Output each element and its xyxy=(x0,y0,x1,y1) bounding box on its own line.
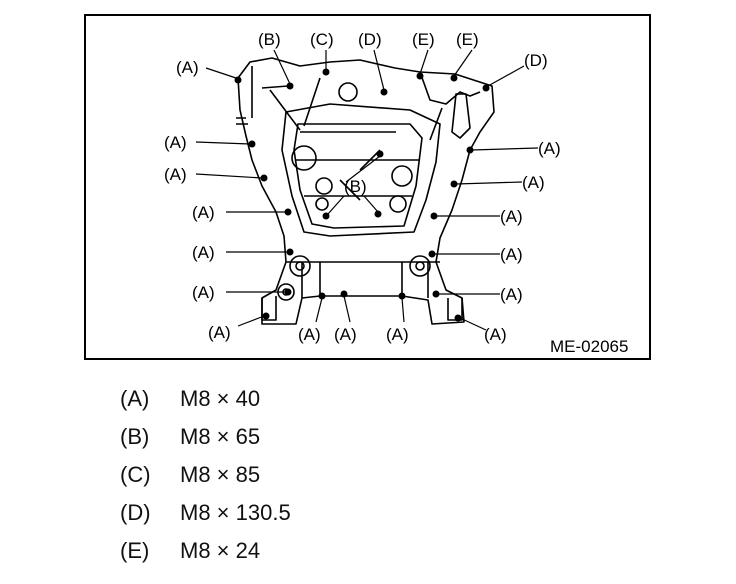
bolt-markers xyxy=(234,68,490,322)
engine-block-diagram: (A) (A) (A) (A) (A) (A) (A) (A) (A) (A) … xyxy=(164,30,628,356)
callout-labels: (A) (A) (A) (A) (A) (A) (A) (A) (A) (A) … xyxy=(164,30,628,356)
legend-key: (B) xyxy=(120,424,150,449)
legend-value: M8 × 24 xyxy=(180,538,261,563)
callout-a-left-6: (A) xyxy=(192,283,215,302)
callout-d-right: (D) xyxy=(524,51,548,70)
leader-lines xyxy=(195,49,539,331)
callout-a-right-2: (A) xyxy=(522,173,545,192)
legend-key: (D) xyxy=(120,500,151,525)
callout-a-left-1: (A) xyxy=(176,58,199,77)
callout-a-left-3: (A) xyxy=(164,165,187,184)
callout-a-left-5: (A) xyxy=(192,243,215,262)
legend-value: M8 × 85 xyxy=(180,462,261,487)
callout-b-top: (B) xyxy=(258,30,281,49)
callout-a-bottom-2: (A) xyxy=(334,325,357,344)
callout-b-center: (B) xyxy=(344,177,367,196)
callout-a-right-6: (A) xyxy=(484,325,507,344)
legend-key: (C) xyxy=(120,462,151,487)
legend-value: M8 × 40 xyxy=(180,386,261,411)
callout-a-right-3: (A) xyxy=(500,207,523,226)
figure-code: ME-02065 xyxy=(550,337,628,356)
legend-key: (E) xyxy=(120,538,150,563)
callout-e-top-1: (E) xyxy=(412,30,435,49)
legend-value: M8 × 130.5 xyxy=(180,500,291,525)
legend-value: M8 × 65 xyxy=(180,424,261,449)
figure-frame xyxy=(84,14,651,360)
callout-a-bottom-1: (A) xyxy=(298,325,321,344)
callout-c-top: (C) xyxy=(310,30,334,49)
legend-key: (A) xyxy=(120,386,150,411)
block-outline xyxy=(236,57,495,325)
callout-d-top: (D) xyxy=(358,30,382,49)
callout-a-left-2: (A) xyxy=(164,133,187,152)
callout-a-right-1: (A) xyxy=(538,139,561,158)
callout-a-right-4: (A) xyxy=(500,245,523,264)
callout-a-right-5: (A) xyxy=(500,285,523,304)
callout-e-top-2: (E) xyxy=(456,30,479,49)
callout-a-bottom-3: (A) xyxy=(386,325,409,344)
callout-a-left-7: (A) xyxy=(208,323,231,342)
callout-a-left-4: (A) xyxy=(192,203,215,222)
